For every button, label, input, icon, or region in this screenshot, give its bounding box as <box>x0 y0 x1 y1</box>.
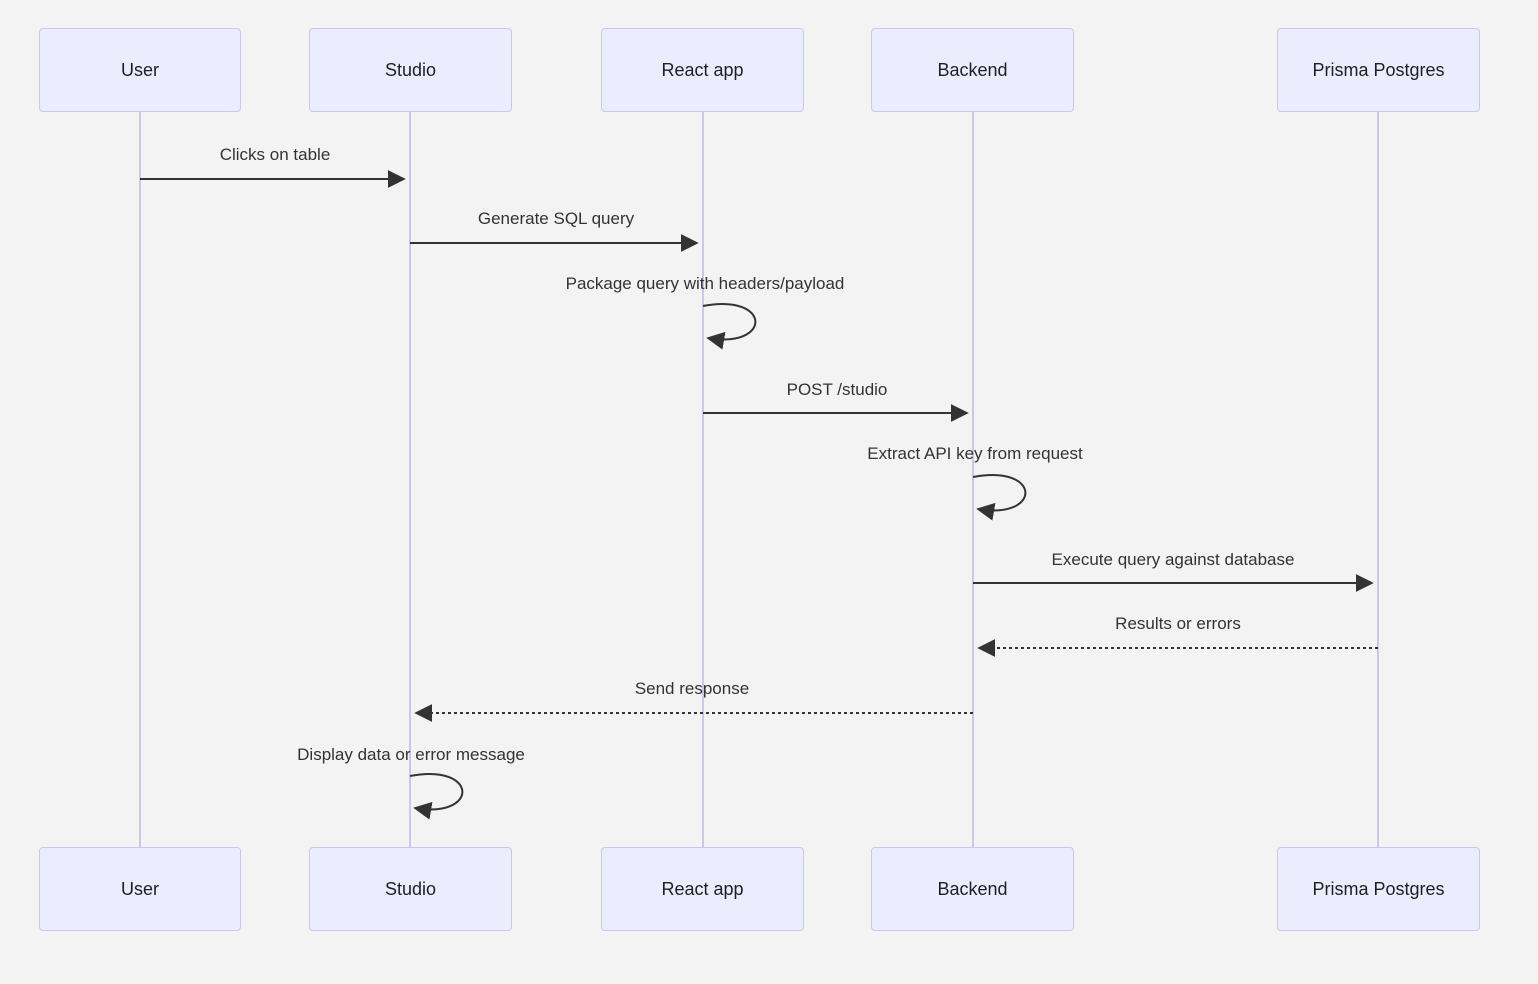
message-label-clicks-on-table: Clicks on table <box>219 145 331 164</box>
actor-box-studio-bottom: Studio <box>309 847 512 931</box>
message-label-send-response: Send response <box>634 679 750 698</box>
actor-label-backend: Backend <box>937 878 1008 899</box>
message-label-extract-api-key: Extract API key from request <box>867 444 1083 463</box>
self-arrow-package-query <box>702 303 757 350</box>
actor-box-backend-top: Backend <box>871 28 1074 112</box>
actor-label-studio: Studio <box>384 878 437 899</box>
actor-box-studio-top: Studio <box>309 28 512 112</box>
actor-label-user: User <box>120 878 159 899</box>
message-label-package-query: Package query with headers/payload <box>565 274 845 293</box>
actor-box-backend-bottom: Backend <box>871 847 1074 931</box>
actor-label-studio: Studio <box>384 59 437 80</box>
actor-label-backend: Backend <box>937 59 1008 80</box>
actor-label-react-app: React app <box>661 878 744 899</box>
actor-box-user-bottom: User <box>39 847 241 931</box>
actor-box-react-app-top: React app <box>601 28 804 112</box>
message-label-execute-query: Execute query against database <box>1051 550 1295 569</box>
actor-box-prisma-postgres-bottom: Prisma Postgres <box>1277 847 1480 931</box>
actor-label-user: User <box>120 59 159 80</box>
actor-box-react-app-bottom: React app <box>601 847 804 931</box>
actor-box-user-top: User <box>39 28 241 112</box>
actor-label-prisma-postgres: Prisma Postgres <box>1312 59 1445 80</box>
actor-label-prisma-postgres: Prisma Postgres <box>1312 878 1445 899</box>
self-arrow-extract-api-key <box>972 474 1027 521</box>
message-label-display-data: Display data or error message <box>297 745 525 764</box>
message-label-results-or-errors: Results or errors <box>1115 614 1241 633</box>
actor-label-react-app: React app <box>661 59 744 80</box>
message-label-generate-sql-query: Generate SQL query <box>477 209 635 228</box>
actor-box-prisma-postgres-top: Prisma Postgres <box>1277 28 1480 112</box>
self-arrow-display-data <box>409 773 464 820</box>
message-label-post-studio: POST /studio <box>786 380 888 399</box>
